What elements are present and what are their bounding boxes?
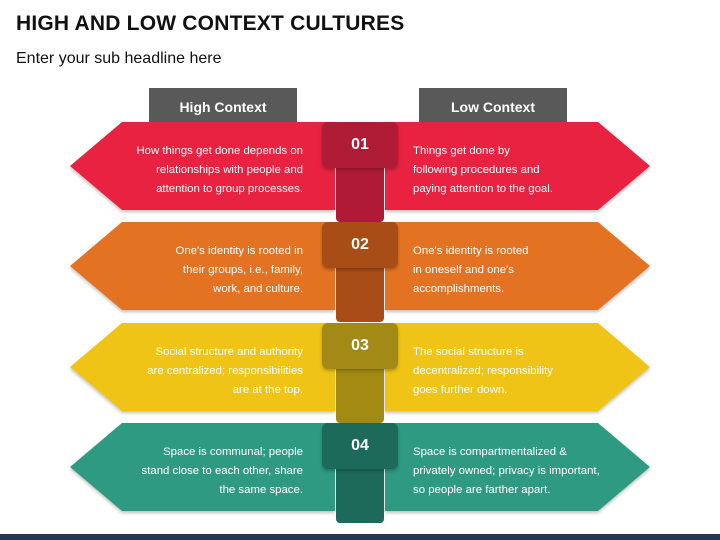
low-context-header: Low Context	[419, 88, 567, 126]
text-line: How things get done depends on	[136, 145, 303, 157]
row-number-4: 04	[351, 437, 369, 454]
high-context-text-4: Space is communal; people stand close to …	[105, 443, 303, 500]
text-line: Space is compartmentalized &	[413, 446, 567, 458]
right-arrow-3	[385, 323, 650, 411]
text-line: relationships with people and	[156, 164, 303, 176]
low-context-text-2: One's identity is rooted in oneself and o…	[413, 242, 643, 299]
right-arrow-1	[385, 122, 650, 210]
text-line: in oneself and one's	[413, 264, 514, 276]
slide-title: HIGH AND LOW CONTEXT CULTURES	[16, 12, 405, 35]
text-line: goes further down.	[413, 384, 508, 396]
number-badge-1	[322, 122, 398, 168]
slide-subtitle: Enter your sub headline here	[16, 50, 222, 67]
text-line: accomplishments.	[413, 283, 505, 295]
right-arrow-4	[385, 423, 650, 511]
left-arrow-3	[70, 323, 335, 411]
text-line: following procedures and	[413, 164, 540, 176]
text-line: the same space.	[219, 484, 303, 496]
left-arrow-1	[70, 122, 335, 210]
right-arrow-2	[385, 222, 650, 310]
text-line: attention to group processes.	[156, 183, 303, 195]
text-line: Social structure and authority	[155, 346, 303, 358]
high-context-text-2: One's identity is rooted in their groups,…	[105, 242, 303, 299]
text-line: Space is communal; people	[163, 446, 303, 458]
text-line: so people are farther apart.	[413, 484, 551, 496]
footer-bar	[0, 534, 720, 540]
high-context-header: High Context	[149, 88, 297, 126]
high-context-text-3: Social structure and authority are centra…	[105, 343, 303, 400]
text-line: privately owned; privacy is important,	[413, 465, 600, 477]
text-line: Things get done by	[413, 145, 510, 157]
row-number-1: 01	[351, 136, 369, 153]
low-context-text-4: Space is compartmentalized & privately ow…	[413, 443, 643, 500]
text-line: are centralized; responsibilities	[147, 365, 303, 377]
text-line: stand close to each other, share	[141, 465, 303, 477]
row-number-2: 02	[351, 236, 369, 253]
row-number-3: 03	[351, 337, 369, 354]
number-badge-4	[322, 423, 398, 469]
text-line: One's identity is rooted	[413, 245, 529, 257]
text-line: The social structure is	[413, 346, 524, 358]
text-line: One's identity is rooted in	[175, 245, 303, 257]
text-line: their groups, i.e., family,	[182, 264, 303, 276]
low-context-text-1: Things get done by following procedures a…	[413, 142, 643, 199]
text-line: are at the top.	[232, 384, 303, 396]
left-arrow-4	[70, 423, 335, 511]
text-line: paying attention to the goal.	[413, 183, 553, 195]
high-context-text-1: How things get done depends on relationsh…	[105, 142, 303, 199]
left-arrow-2	[70, 222, 335, 310]
text-line: work, and culture.	[213, 283, 303, 295]
number-badge-3	[322, 323, 398, 369]
low-context-text-3: The social structure is decentralized; re…	[413, 343, 643, 400]
text-line: decentralized; responsibility	[413, 365, 553, 377]
number-badge-2	[322, 222, 398, 268]
